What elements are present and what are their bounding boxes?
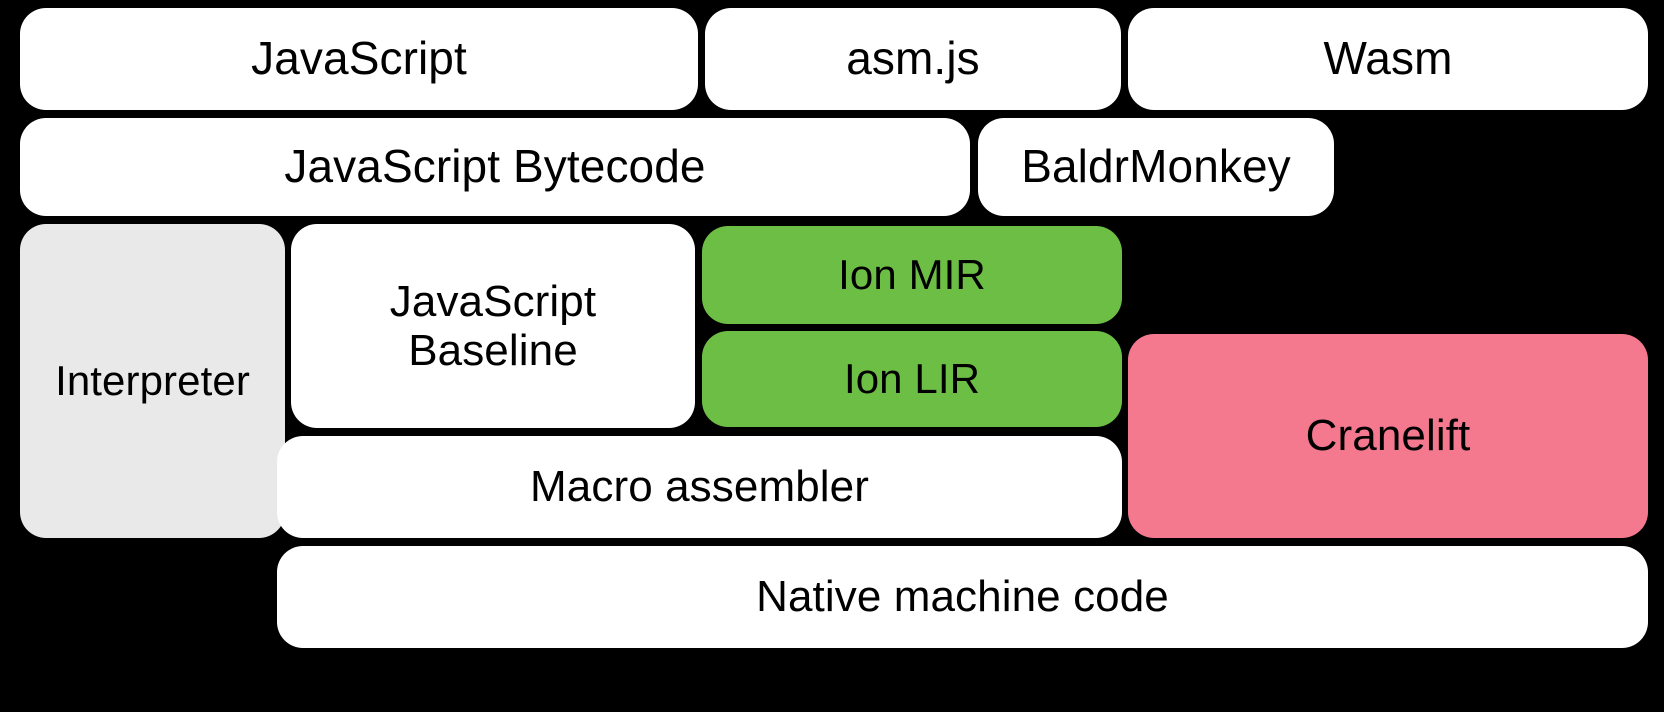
node-native-machine-code: Native machine code [277,546,1648,648]
node-wasm: Wasm [1128,8,1648,110]
node-baldrmonkey: BaldrMonkey [978,118,1334,216]
node-javascript: JavaScript [20,8,698,110]
node-macro-assembler: Macro assembler [277,436,1122,538]
node-ion-lir: Ion LIR [702,331,1122,427]
node-asmjs: asm.js [705,8,1121,110]
node-javascript-bytecode: JavaScript Bytecode [20,118,970,216]
node-interpreter: Interpreter [20,224,285,538]
node-ion-mir: Ion MIR [702,226,1122,324]
node-cranelift: Cranelift [1128,334,1648,538]
node-javascript-baseline: JavaScript Baseline [291,224,695,428]
